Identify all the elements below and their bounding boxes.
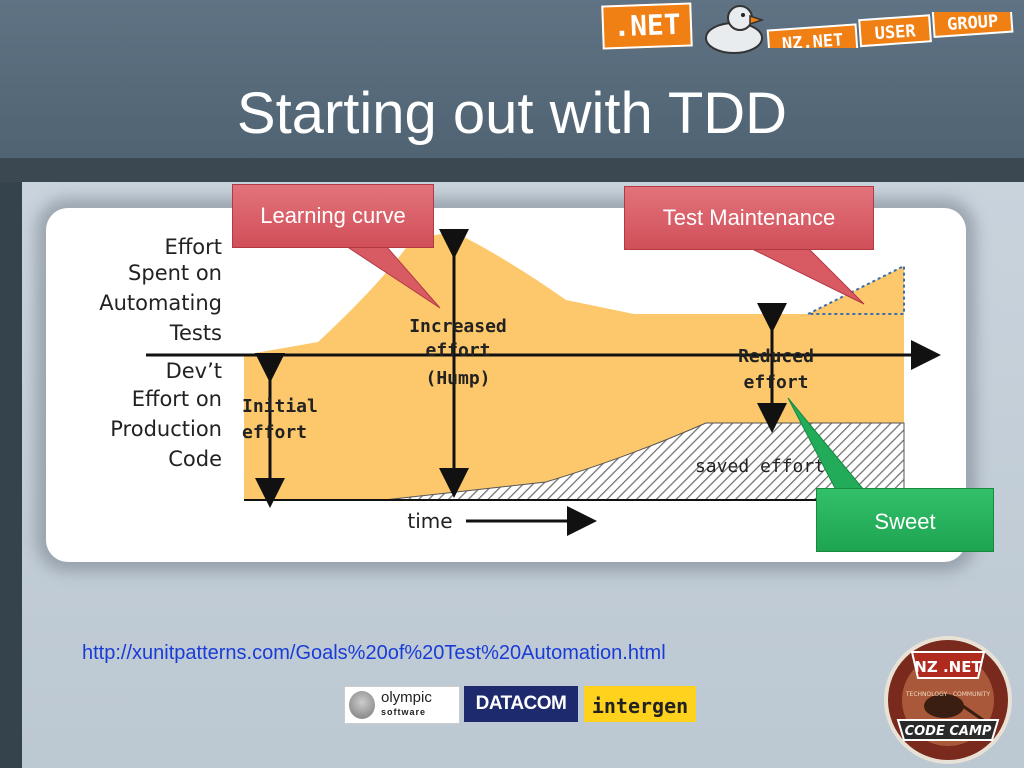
y-label-bottom-2: Effort on — [132, 387, 222, 411]
y-label-top-1: Effort — [165, 235, 222, 259]
slide-title: Starting out with TDD — [236, 81, 788, 146]
user-group-user: USER — [874, 21, 917, 44]
code-camp-badge: NZ .NET CODE CAMP TECHNOLOGY · COMMUNITY — [884, 636, 1012, 764]
y-label-top-2: Spent on — [128, 261, 222, 285]
code-camp-ring: TECHNOLOGY · COMMUNITY — [905, 691, 991, 698]
increased-effort-label-3: (Hump) — [425, 368, 490, 389]
duck-logo-icon — [705, 5, 765, 54]
x-axis-label: time — [407, 509, 452, 533]
olympic-name: olympic — [381, 689, 432, 706]
y-label-top-4: Tests — [169, 321, 222, 345]
test-maintenance-area — [807, 264, 905, 315]
olympic-mark-icon — [349, 691, 375, 719]
saved-effort-label: saved effort — [695, 456, 825, 477]
intergen-logo: intergen — [584, 686, 696, 722]
initial-effort-label-1: Initial — [242, 396, 318, 417]
sweet-callout: Sweet — [816, 488, 994, 552]
initial-effort-label-2: effort — [242, 422, 307, 443]
reduced-effort-label-2: effort — [743, 372, 808, 393]
y-label-bottom-4: Code — [168, 447, 222, 471]
test-maintenance-pointer — [745, 245, 865, 305]
saved-effort-area — [383, 422, 905, 501]
datacom-logo: DATACOM — [464, 686, 578, 722]
source-link[interactable]: http://xunitpatterns.com/Goals%20of%20Te… — [82, 642, 666, 664]
reduced-effort-label-1: Reduced — [738, 346, 814, 367]
increased-effort-label-1: Increased — [409, 316, 507, 337]
left-sidebar-bar — [0, 182, 22, 768]
nz-net-user-group-logo: NZ.NET USER GROUP — [766, 12, 1014, 48]
user-group-group: GROUP — [947, 12, 999, 35]
learning-curve-callout: Learning curve — [232, 184, 434, 248]
increased-effort-label-2: effort — [425, 340, 490, 361]
code-camp-bottom: CODE CAMP — [905, 724, 992, 739]
test-maintenance-callout: Test Maintenance — [624, 186, 874, 250]
y-label-bottom-1: Dev’t — [166, 359, 222, 383]
code-camp-top-ribbon — [910, 651, 986, 679]
effort-diagram: Effort Spent on Automating Tests Dev’t E… — [99, 229, 941, 536]
user-group-nznet: NZ.NET — [781, 30, 844, 48]
olympic-software-logo: olympic software — [344, 686, 460, 724]
y-label-top-3: Automating — [99, 291, 222, 315]
code-camp-top: NZ .NET — [914, 658, 982, 676]
y-label-bottom-3: Production — [110, 417, 222, 441]
net-logo-badge: .NET — [601, 2, 693, 50]
code-camp-bottom-ribbon — [896, 719, 1000, 741]
header-divider — [0, 158, 1024, 182]
olympic-sub: software — [381, 707, 427, 717]
